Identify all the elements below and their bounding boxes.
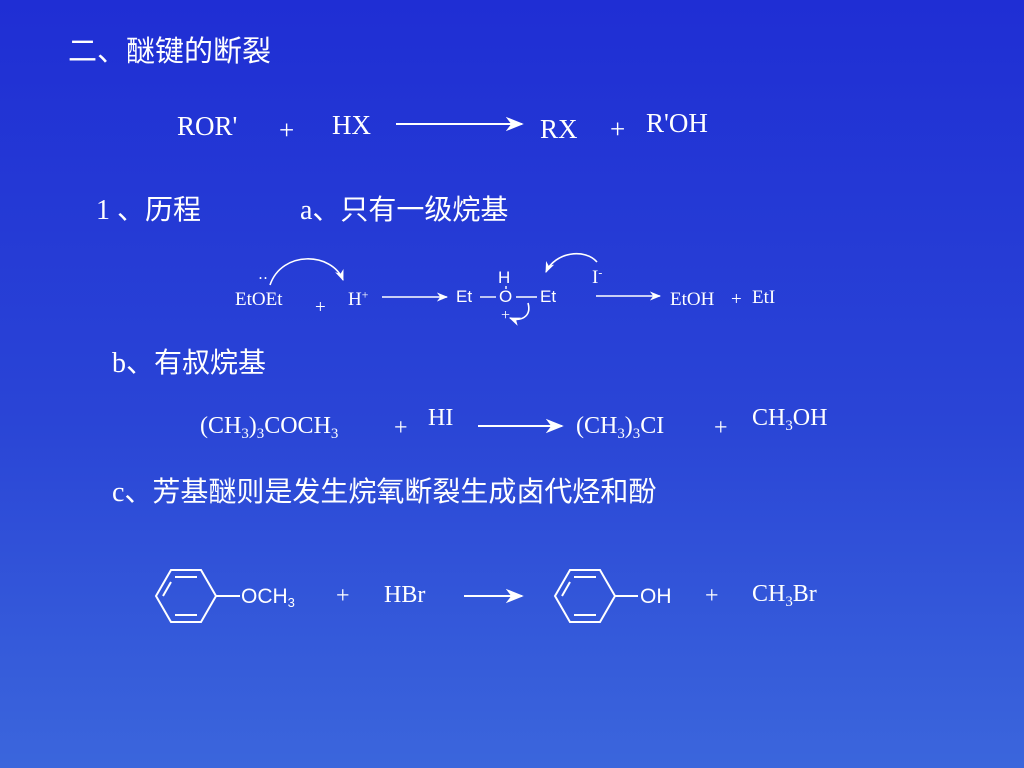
eq1-plus-1: + bbox=[279, 115, 295, 145]
proton-h: H bbox=[348, 289, 362, 310]
eq1-product-rx: RX bbox=[540, 114, 578, 144]
eq-b-product-ch: (CH bbox=[576, 413, 618, 439]
slide-title: 二、醚键的断裂 bbox=[68, 36, 272, 68]
eq-b-reactant-coch: COCH bbox=[264, 413, 331, 439]
eq-b-product-ci: CI bbox=[640, 413, 665, 439]
mech-product-eti: EtI bbox=[752, 287, 776, 308]
eq-b-product-paren: ) bbox=[624, 413, 633, 439]
oxonium-o: O bbox=[499, 287, 513, 306]
eq-c-methoxy: OCH3 bbox=[241, 585, 295, 611]
eq-b-reactant-sub1: 3 bbox=[241, 425, 249, 442]
mech-product-etoh: EtOH bbox=[670, 289, 715, 310]
eq-b-meoh-oh: OH bbox=[792, 405, 828, 431]
eq-c-methyl-bromide: CH3Br bbox=[752, 581, 817, 609]
eq1-product-roh: R'OH bbox=[646, 108, 708, 138]
section-1-label: 1 、历程 bbox=[96, 195, 202, 226]
curved-arrow-iodide bbox=[545, 253, 598, 274]
eq-b-product: (CH3)3CI bbox=[576, 413, 665, 441]
lone-pair-dots: ‥ bbox=[258, 267, 269, 283]
eq-b-reactant-sub3: 3 bbox=[330, 425, 339, 442]
eq-b-reactant-sub2: 3 bbox=[256, 425, 265, 442]
oxonium-et-right: Et bbox=[540, 287, 557, 306]
eq-b-plus-2: + bbox=[714, 415, 728, 441]
oxonium-charge: + bbox=[501, 307, 511, 324]
eq-c-mebr-sub: 3 bbox=[785, 593, 793, 610]
eq-b-product-sub2: 3 bbox=[632, 425, 641, 442]
eq-b-methanol: CH3OH bbox=[752, 405, 828, 433]
mech-product-plus: + bbox=[731, 289, 742, 310]
oxonium-et-left: Et bbox=[456, 287, 473, 306]
section-b-label: b、有叔烷基 bbox=[112, 348, 267, 379]
eq1-reactant-hx: HX bbox=[332, 110, 371, 140]
section-c-label: c、芳基醚则是发生烷氧断裂生成卤代烃和酚 bbox=[112, 477, 657, 508]
eq-b-meoh-sub: 3 bbox=[785, 417, 793, 434]
eq-c-plus-2: + bbox=[705, 583, 719, 609]
curved-arrow-protonation bbox=[269, 258, 344, 286]
proton-charge: + bbox=[361, 288, 369, 302]
eq-c-mebr-ch: CH bbox=[752, 581, 786, 607]
eq-b-meoh-ch: CH bbox=[752, 405, 786, 431]
oxonium-h: H bbox=[498, 268, 511, 287]
eq-b-reactant-paren: ) bbox=[248, 413, 257, 439]
eq-c-oh: OH bbox=[640, 585, 672, 608]
curved-arrow-bond-cleavage bbox=[508, 302, 530, 326]
eq-b-product-sub1: 3 bbox=[617, 425, 625, 442]
section-a-label: a、只有一级烷基 bbox=[300, 195, 509, 226]
eq-b-reactant: (CH3)3COCH3 bbox=[200, 413, 338, 441]
eq1-reactant-ror: ROR' bbox=[177, 111, 238, 141]
eq-b-reactant-ch: (CH bbox=[200, 413, 242, 439]
mech-proton: H+ bbox=[348, 288, 369, 310]
iodide-charge: - bbox=[598, 266, 603, 280]
mech-plus: + bbox=[315, 297, 326, 318]
benzene-ring-icon bbox=[553, 569, 638, 623]
eq-c-mebr-br: Br bbox=[792, 581, 817, 607]
mech-etoet: EtOEt bbox=[235, 289, 283, 310]
benzene-ring-icon bbox=[154, 569, 240, 623]
eq1-plus-2: + bbox=[610, 114, 626, 144]
mech-iodide: I- bbox=[592, 266, 603, 288]
eq-c-och-sub: 3 bbox=[287, 595, 295, 611]
eq-c-hbr: HBr bbox=[384, 582, 426, 608]
eq-b-plus-1: + bbox=[394, 415, 408, 441]
iodide-i: I bbox=[592, 267, 599, 288]
eq-b-hi: HI bbox=[428, 405, 454, 431]
eq-c-plus-1: + bbox=[336, 583, 350, 609]
eq-c-och: OCH bbox=[241, 585, 288, 608]
